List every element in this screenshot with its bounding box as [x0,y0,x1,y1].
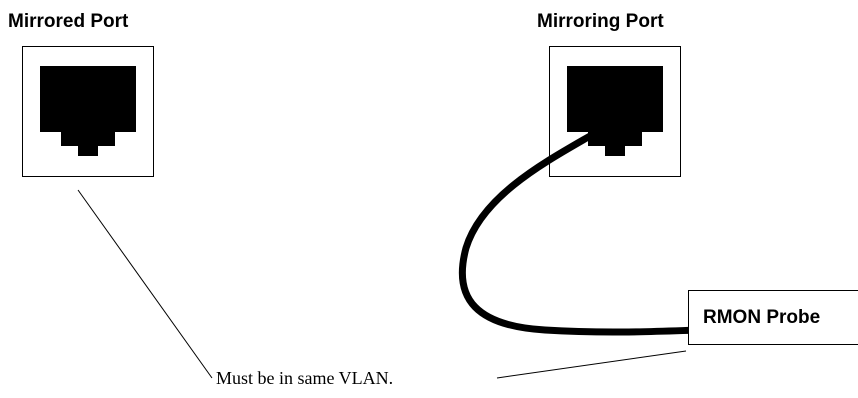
rmon-probe-label: RMON Probe [703,307,820,328]
network-cable [458,132,704,336]
mirrored-port-jack-icon [40,66,136,156]
mirrored-port-label: Mirrored Port [8,11,129,32]
mirroring-port-jack-icon [567,66,663,156]
mirrored-port-connector-line [77,189,213,379]
mirroring-port [549,46,681,177]
same-vlan-note: Must be in same VLAN. [216,368,393,388]
probe-connector-line [496,350,687,379]
mirroring-port-label: Mirroring Port [537,11,664,32]
mirrored-port [22,46,154,177]
rmon-probe-box [688,290,858,345]
